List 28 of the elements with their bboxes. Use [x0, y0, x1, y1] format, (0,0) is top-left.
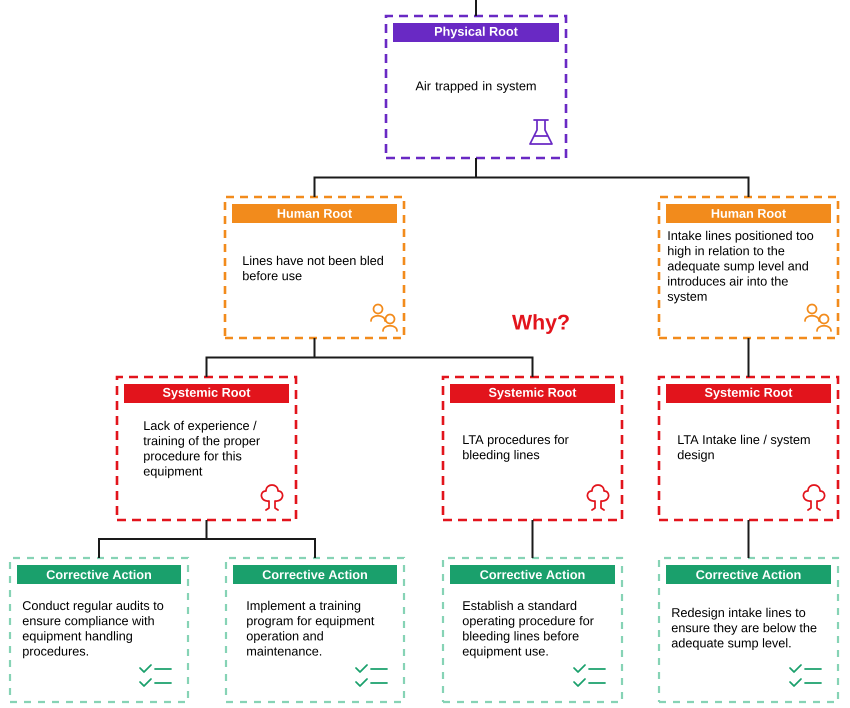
heading-bar: Human Root [232, 204, 397, 223]
heading-bar: Human Root [666, 204, 831, 223]
heading-bar: Corrective Action [17, 565, 181, 584]
connector-line [748, 520, 750, 558]
heading-bar: Corrective Action [666, 565, 831, 584]
annotation-text: Why? [512, 314, 569, 334]
connector-line [206, 520, 316, 558]
body-text: Lack of experience / training of the proper procedure for this equipment [143, 420, 260, 478]
connector-line [532, 520, 534, 558]
heading-bar: Corrective Action [233, 565, 397, 584]
heading-bar: Physical Root [393, 23, 559, 42]
heading-bar: Systemic Root [124, 384, 289, 403]
heading-bar: Systemic Root [450, 384, 615, 403]
body-text: Implement a training program for equipment operation and maintenance. [246, 600, 374, 656]
connector-line [475, 0, 477, 16]
connector-line [314, 338, 534, 377]
heading-bar: Systemic Root [666, 384, 831, 403]
connector-line [475, 158, 750, 197]
body-text: Lines have not been bled before use [243, 256, 383, 280]
body-text: Redesign intake lines to ensure they are below the adequate sump level. [672, 608, 816, 650]
heading-bar: Corrective Action [450, 565, 615, 584]
connector-line [748, 338, 750, 377]
body-text: Intake lines positioned too high in relation to the adequate sump level and introduces air into the system [668, 230, 814, 304]
body-text: LTA procedures for bleeding lines [463, 434, 569, 462]
body-text: Air trapped in system [415, 81, 536, 93]
body-text: Establish a standard operating procedure for bleeding lines before equipment use. [462, 600, 594, 658]
body-text: Conduct regular audits to ensure compliance with equipment handling procedures. [22, 600, 164, 658]
body-text: LTA Intake line / system design [678, 434, 810, 462]
